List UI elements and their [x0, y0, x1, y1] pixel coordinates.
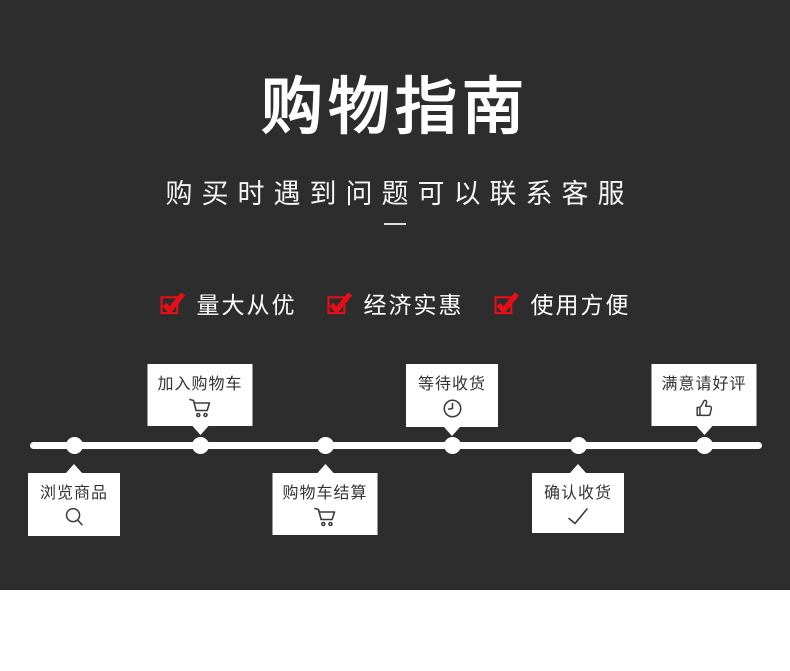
step-label: 浏览商品: [39, 485, 108, 502]
timeline-dot: [569, 437, 587, 454]
red-checkbox-icon: [159, 291, 185, 314]
timeline-dot: [65, 437, 83, 454]
checkmark-icon: [568, 508, 588, 525]
clock-icon: [442, 399, 462, 418]
thumbs-up-icon: [695, 399, 712, 417]
search-icon: [65, 507, 83, 526]
feature-label: 使用方便: [530, 292, 631, 318]
page-title: 购物指南: [260, 73, 529, 142]
timeline-line: [30, 442, 762, 449]
shopping-guide-panel: 购物指南 购买时遇到问题可以联系客服 量大从优 经济实惠 使用方便: [0, 0, 790, 590]
step-card-confirm-receipt: 确认收货: [532, 464, 624, 533]
feature-list: 量大从优 经济实惠 使用方便: [0, 286, 790, 320]
timeline-dot: [191, 437, 209, 454]
red-checkbox-icon: [326, 291, 352, 314]
feature-label: 经济实惠: [363, 292, 464, 318]
step-label: 确认收货: [543, 485, 612, 502]
step-label: 加入购物车: [157, 376, 243, 393]
feature-item: 量大从优: [159, 286, 297, 320]
step-label: 购物车结算: [282, 485, 368, 502]
timeline-dot: [316, 437, 334, 454]
step-card-add-to-cart: 加入购物车: [147, 364, 253, 435]
step-card-cart-checkout: 购物车结算: [272, 464, 378, 535]
step-card-good-review: 满意请好评: [651, 364, 757, 435]
cart-icon: [313, 507, 335, 527]
page-subtitle: 购买时遇到问题可以联系客服: [165, 179, 634, 209]
step-card-wait-delivery: 等待收货: [406, 364, 498, 436]
step-label: 等待收货: [417, 376, 486, 393]
bottom-white-strip: [0, 590, 790, 671]
feature-item: 使用方便: [493, 286, 631, 320]
divider-dash: [384, 223, 406, 225]
timeline-dot: [695, 437, 713, 454]
step-card-browse-items: 浏览商品: [28, 464, 120, 536]
cart-icon: [188, 398, 210, 418]
step-label: 满意请好评: [661, 376, 747, 393]
red-checkbox-icon: [493, 291, 519, 314]
feature-label: 量大从优: [196, 292, 297, 318]
feature-item: 经济实惠: [326, 286, 464, 320]
timeline-dot: [443, 437, 461, 454]
